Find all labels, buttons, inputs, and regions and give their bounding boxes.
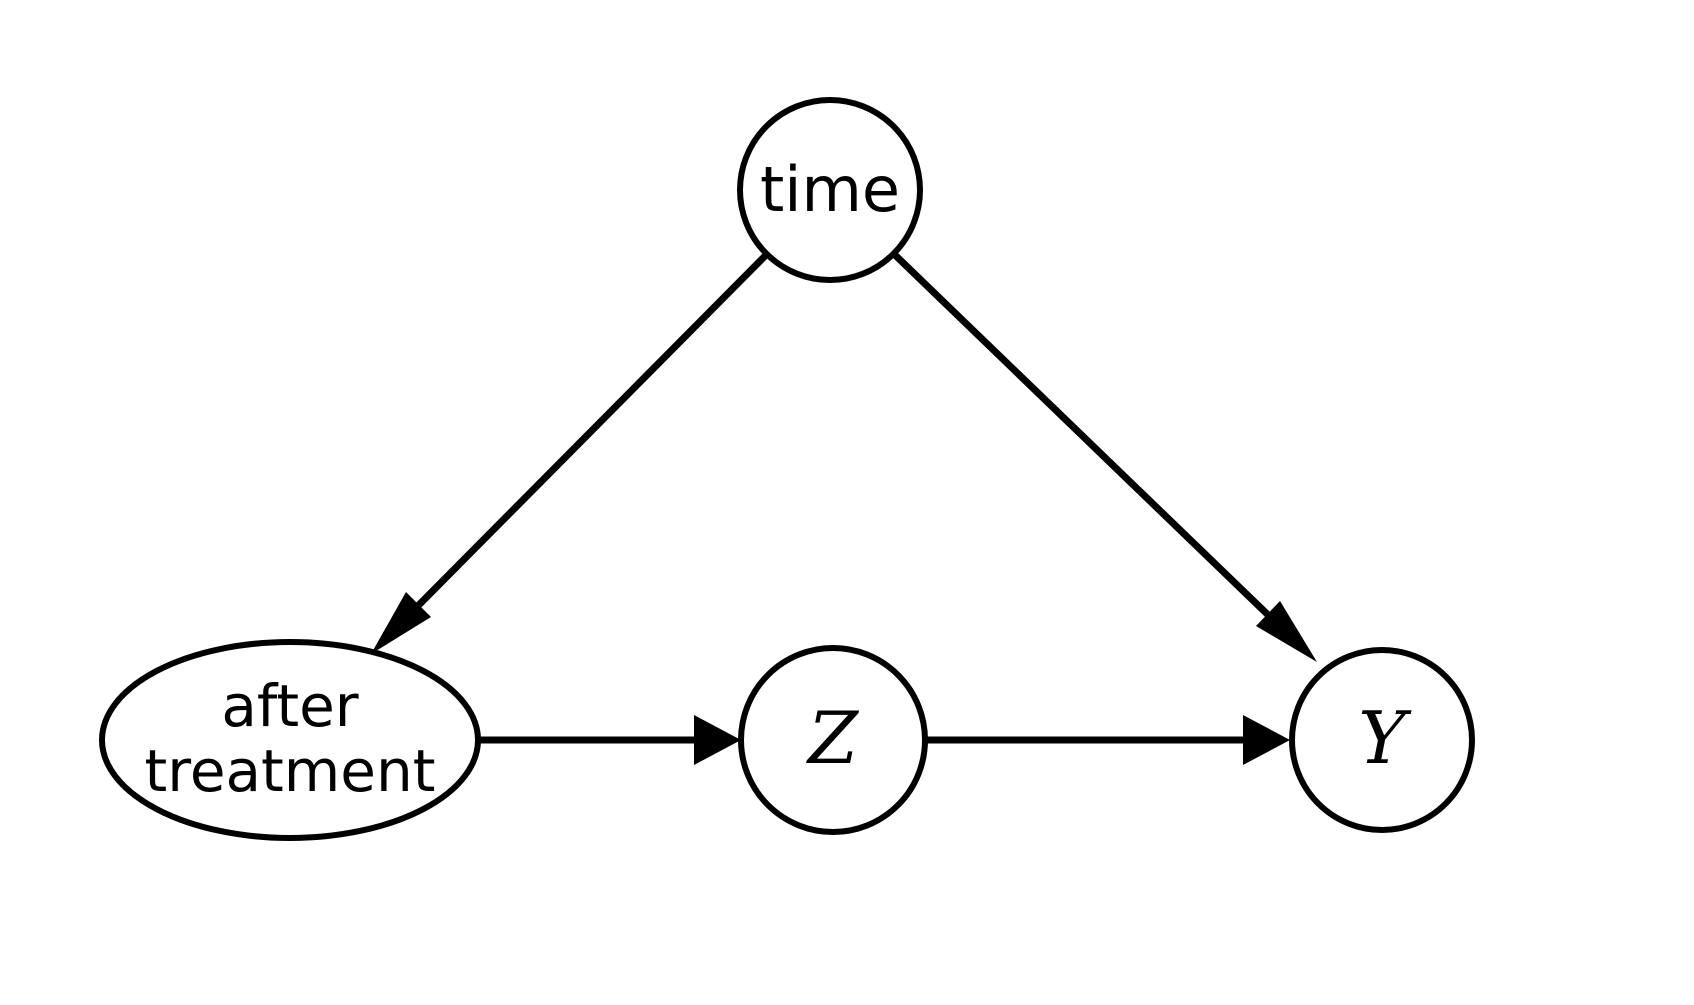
node-after-treatment[interactable]: after treatment — [99, 639, 481, 841]
edge-time-to-after-treatment[interactable] — [371, 251, 770, 654]
edge-Z-to-Y[interactable] — [925, 715, 1290, 765]
node-after-treatment-label-line2: treatment — [145, 737, 436, 805]
arrow-head-icon — [694, 715, 741, 765]
edge-line — [391, 251, 770, 633]
node-Y-shape — [1289, 647, 1475, 833]
arrow-head-icon — [1256, 601, 1317, 662]
node-Y[interactable]: Y — [1289, 647, 1475, 833]
edge-after-treatment-to-Z[interactable] — [478, 715, 741, 765]
edge-line — [892, 252, 1295, 641]
arrow-head-icon — [371, 592, 431, 654]
edges-group — [371, 251, 1317, 765]
nodes-group: time after treatment Z Y — [99, 97, 1475, 841]
node-Z[interactable]: Z — [738, 645, 928, 835]
node-time-shape — [737, 97, 923, 283]
node-time-label: time — [760, 153, 900, 226]
node-after-treatment-shape — [99, 639, 481, 841]
node-Z-label: Z — [806, 696, 860, 780]
arrow-head-icon — [1243, 715, 1290, 765]
node-time[interactable]: time — [737, 97, 923, 283]
node-Y-label: Y — [1358, 696, 1412, 780]
node-after-treatment-label-line1: after — [221, 672, 358, 740]
node-Z-shape — [738, 645, 928, 835]
edge-time-to-Y[interactable] — [892, 252, 1317, 662]
